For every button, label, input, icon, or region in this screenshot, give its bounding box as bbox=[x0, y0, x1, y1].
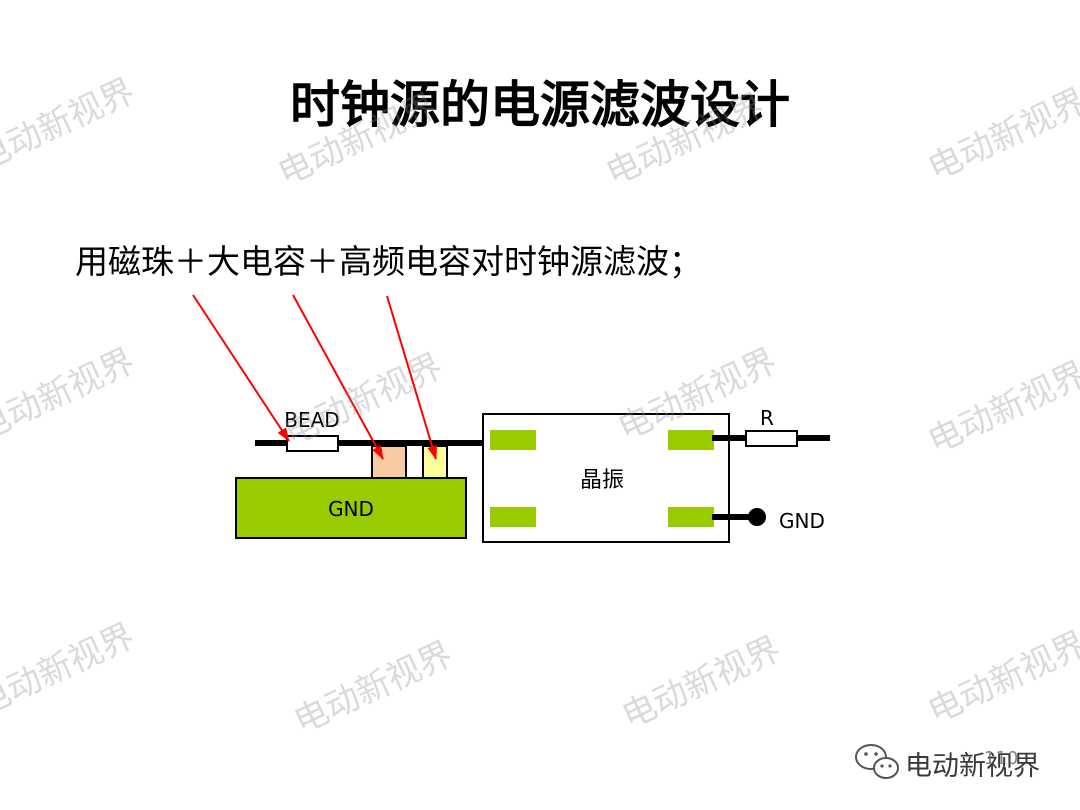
wechat-icon-eye bbox=[874, 752, 878, 756]
wechat-icon-eye bbox=[880, 764, 884, 768]
gnd-block bbox=[235, 477, 467, 539]
crystal-label: 晶振 bbox=[580, 468, 624, 493]
crystal-pad-top-left bbox=[490, 430, 536, 450]
page-number: 110 bbox=[984, 748, 1018, 769]
wechat-icon-bubble-small bbox=[873, 757, 899, 779]
crystal-pad-top-right bbox=[668, 430, 714, 450]
gnd-terminal-label: GND bbox=[779, 509, 825, 533]
arrow-to-bead bbox=[192, 294, 290, 442]
bead-symbol bbox=[286, 435, 339, 452]
crystal-pad-bottom-left bbox=[490, 507, 536, 527]
slide-title: 时钟源的电源滤波设计 bbox=[290, 76, 790, 134]
slide-subtitle: 用磁珠＋大电容＋高频电容对时钟源滤波； bbox=[75, 242, 702, 281]
resistor-label: R bbox=[760, 406, 774, 430]
resistor-symbol bbox=[745, 430, 798, 447]
wechat-icon bbox=[855, 744, 899, 779]
footer-brand: 电动新视界 bbox=[905, 751, 1040, 782]
wechat-icon-eye bbox=[864, 752, 868, 756]
wechat-icon-eye bbox=[888, 764, 892, 768]
crystal-pad-bottom-right bbox=[668, 507, 714, 527]
bead-label: BEAD bbox=[284, 408, 339, 432]
gnd-block-label: GND bbox=[328, 497, 374, 521]
gnd-terminal-dot bbox=[748, 508, 766, 526]
arrow-to-bulk-capacitor bbox=[292, 294, 384, 460]
arrow-to-hf-capacitor bbox=[386, 295, 438, 460]
